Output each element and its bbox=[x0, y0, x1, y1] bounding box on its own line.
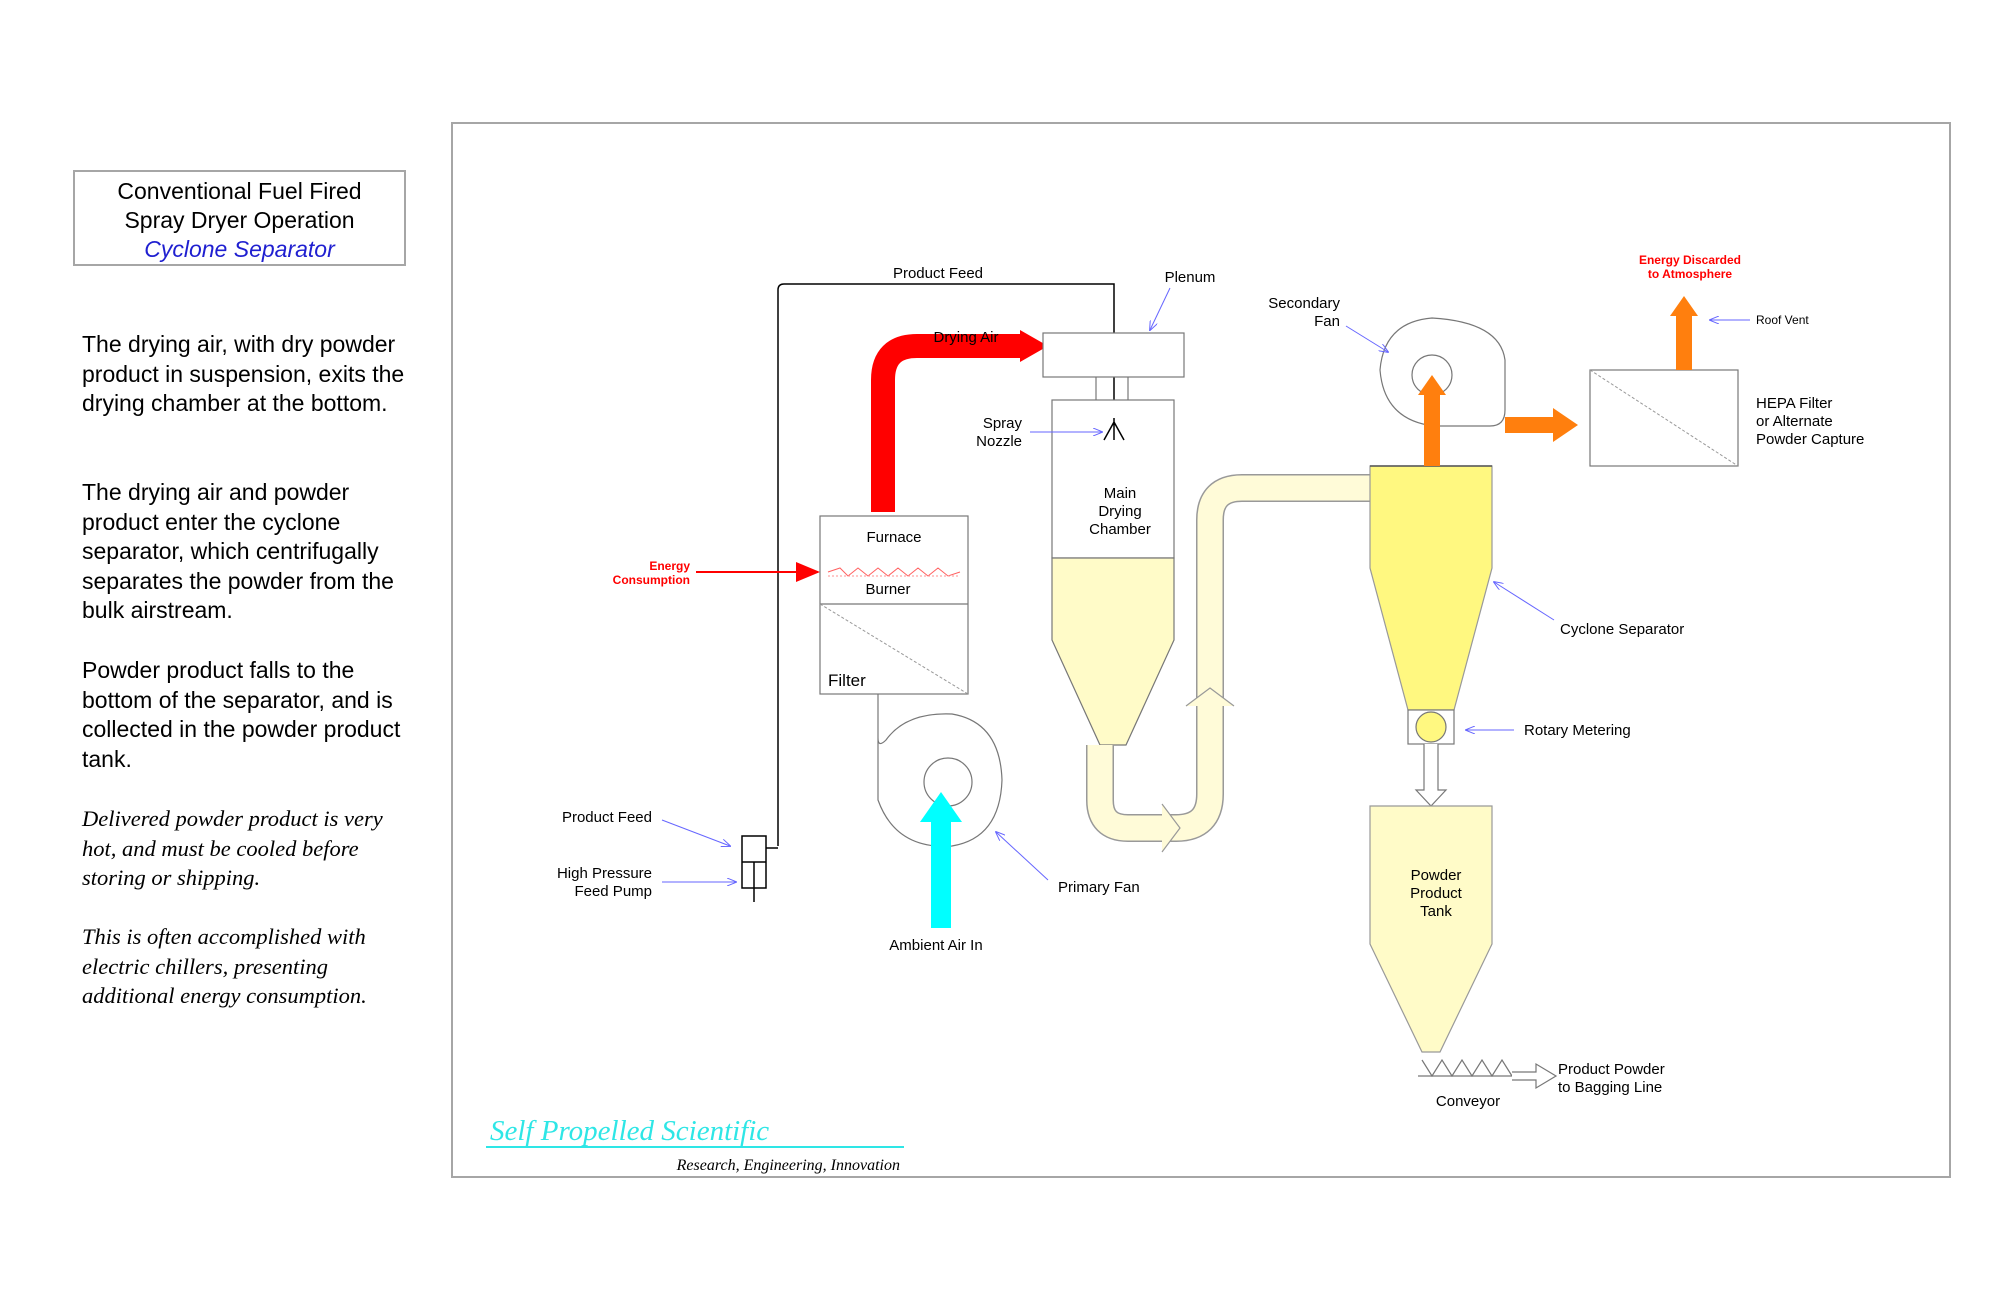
label-discarded-1: Energy Discarded bbox=[1639, 253, 1741, 267]
roof-vent-exhaust bbox=[1676, 314, 1692, 370]
label-secondary-fan-1: Secondary bbox=[1268, 295, 1340, 312]
label-roof-vent: Roof Vent bbox=[1756, 313, 1809, 327]
label-product-feed-top: Product Feed bbox=[893, 265, 983, 282]
hepa-filter-diagonal bbox=[1589, 369, 1739, 467]
label-main-3: Chamber bbox=[1089, 521, 1151, 538]
label-secondary-fan-2: Fan bbox=[1314, 313, 1340, 330]
title-line-2: Spray Dryer Operation bbox=[124, 207, 355, 233]
label-cyclone: Cyclone Separator bbox=[1560, 621, 1684, 638]
note-paragraph-2: This is often accomplished with electric… bbox=[82, 924, 367, 1008]
label-conveyor: Conveyor bbox=[1436, 1093, 1500, 1110]
drying-air-arrowhead bbox=[1020, 330, 1048, 362]
leader-product-feed bbox=[661, 819, 730, 846]
plenum bbox=[1042, 332, 1185, 378]
label-tank-2: Product bbox=[1410, 885, 1463, 902]
exhaust-to-hepa-arrowhead bbox=[1553, 408, 1578, 442]
duct-arrow-bottom bbox=[1161, 803, 1181, 853]
label-ambient-air: Ambient Air In bbox=[889, 937, 982, 954]
exhaust-riser bbox=[1424, 390, 1440, 466]
label-discarded-2: to Atmosphere bbox=[1648, 267, 1733, 281]
label-hepa-3: Powder Capture bbox=[1756, 431, 1864, 448]
label-drying-air: Drying Air bbox=[933, 329, 998, 346]
duct-arrow-up bbox=[1185, 687, 1235, 707]
title-line-1: Conventional Fuel Fired bbox=[117, 178, 362, 204]
description-paragraph-1: The drying air, with dry powder product … bbox=[82, 331, 405, 416]
label-tank-1: Powder bbox=[1411, 867, 1462, 884]
label-pump-1: High Pressure bbox=[557, 865, 652, 882]
label-hepa-2: or Alternate bbox=[1756, 413, 1833, 430]
diagram-frame bbox=[451, 122, 1951, 1178]
exhaust-riser-arrowhead bbox=[1418, 375, 1446, 395]
roof-vent-arrowhead bbox=[1670, 296, 1698, 316]
description-paragraph-2: The drying air and powder product enter … bbox=[82, 479, 394, 623]
label-energy-2: Consumption bbox=[613, 573, 690, 587]
label-primary-fan: Primary Fan bbox=[1058, 879, 1140, 896]
label-main-1: Main bbox=[1104, 485, 1137, 502]
metering-to-tank-arrow bbox=[1414, 744, 1448, 807]
leader-primary-fan bbox=[996, 832, 1049, 881]
furnace-unit bbox=[819, 515, 969, 695]
label-rotary: Rotary Metering bbox=[1524, 722, 1631, 739]
burner-flame bbox=[827, 567, 961, 577]
label-energy-1: Energy bbox=[649, 559, 690, 573]
powder-product-tank bbox=[1369, 805, 1493, 1053]
description-paragraph-3: Powder product falls to the bottom of th… bbox=[82, 657, 401, 772]
drying-air-duct bbox=[871, 334, 1020, 512]
note-paragraph-1: Delivered powder product is very hot, an… bbox=[82, 806, 383, 890]
spray-nozzle bbox=[1103, 418, 1125, 441]
leader-plenum bbox=[1150, 287, 1171, 330]
rotary-metering-rotor bbox=[1415, 711, 1447, 743]
conveyor bbox=[1421, 1058, 1513, 1078]
brand-tagline: Research, Engineering, Innovation bbox=[676, 1157, 900, 1174]
leader-secondary-fan bbox=[1345, 325, 1388, 352]
exhaust-to-hepa bbox=[1505, 417, 1553, 433]
diagram-title-box: Conventional Fuel Fired Spray Dryer Oper… bbox=[73, 170, 406, 266]
label-burner: Burner bbox=[865, 581, 910, 598]
chamber-cone bbox=[1051, 557, 1175, 746]
brand-name: Self Propelled Scientific bbox=[490, 1115, 769, 1147]
label-product-feed-left: Product Feed bbox=[562, 809, 652, 826]
label-output-1: Product Powder bbox=[1558, 1061, 1665, 1078]
label-main-2: Drying bbox=[1098, 503, 1141, 520]
cyclone-separator bbox=[1369, 465, 1493, 711]
primary-fan-inlet bbox=[923, 757, 973, 807]
product-feed-line bbox=[777, 283, 1115, 846]
label-output-2: to Bagging Line bbox=[1558, 1079, 1662, 1096]
conveyor-output-arrow bbox=[1512, 1062, 1558, 1090]
label-spray-2: Nozzle bbox=[976, 433, 1022, 450]
label-filter: Filter bbox=[828, 671, 866, 690]
ambient-air-arrowhead bbox=[920, 792, 962, 822]
label-plenum: Plenum bbox=[1165, 269, 1216, 286]
label-spray-1: Spray bbox=[983, 415, 1023, 432]
label-tank-3: Tank bbox=[1420, 903, 1452, 920]
label-pump-2: Feed Pump bbox=[574, 883, 652, 900]
title-subtitle: Cyclone Separator bbox=[144, 236, 335, 262]
main-drying-chamber bbox=[1051, 399, 1175, 559]
leader-cyclone bbox=[1494, 582, 1555, 621]
powder-transfer-duct-fill bbox=[1087, 475, 1380, 841]
label-hepa-1: HEPA Filter bbox=[1756, 395, 1832, 412]
label-furnace: Furnace bbox=[866, 529, 921, 546]
filter-diagonal bbox=[819, 603, 969, 695]
ambient-air-inlet bbox=[931, 820, 951, 928]
